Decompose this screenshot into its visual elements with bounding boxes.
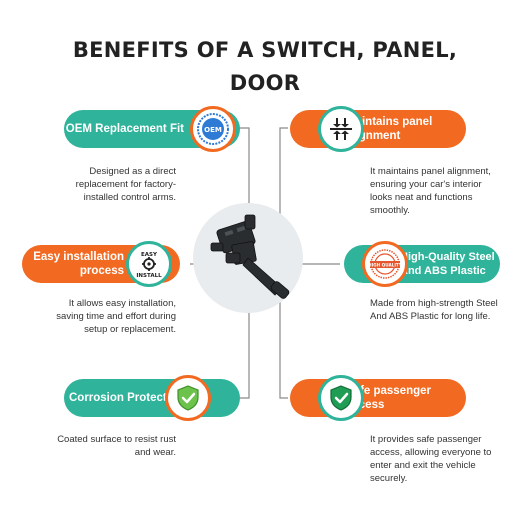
high-quality-badge-text: HIGH QUALITY xyxy=(368,263,403,268)
feature-pill-alignment: Maintains panel alignment xyxy=(290,110,466,148)
feature-pill-safe: Safe passenger access xyxy=(290,379,466,417)
feature-desc-alignment: It maintains panel alignment, ensuring y… xyxy=(370,166,491,216)
feature-label-oem: OEM Replacement Fit xyxy=(65,123,184,135)
connector-safe xyxy=(279,290,288,399)
high-quality-badge-icon: HIGH QUALITY xyxy=(362,241,408,287)
feature-label-safe: Safe passenger access xyxy=(346,385,432,411)
title-line-2: DOOR xyxy=(229,71,301,95)
feature-label-corrosion: Corrosion Protection xyxy=(68,392,184,404)
alignment-arrows-icon xyxy=(318,106,364,152)
switch-product-image xyxy=(210,214,290,299)
feature-desc-safe: It provides safe passenger access, allow… xyxy=(370,434,492,484)
feature-label-installation: Easy installation process xyxy=(33,251,124,277)
connector-corrosion xyxy=(240,290,250,399)
feature-desc-corrosion: Coated surface to resist rust and wear. xyxy=(57,434,176,458)
easy-install-text-bottom: INSTALL xyxy=(136,273,162,279)
green-shield-check-icon xyxy=(318,375,364,421)
title-line-1: BENEFITS OF A SWITCH, PANEL, xyxy=(72,38,458,62)
feature-desc-quality: Made from high-strength Steel And ABS Pl… xyxy=(370,298,498,322)
easy-install-icon: EASY INSTALL xyxy=(126,241,172,287)
feature-desc-installation: It allows easy installation, saving time… xyxy=(56,298,176,335)
feature-desc-oem: Designed as a direct replacement for fac… xyxy=(75,166,176,203)
easy-install-text-top: EASY xyxy=(141,252,158,258)
oem-seal-icon: OEM xyxy=(190,106,236,152)
shield-check-icon xyxy=(165,375,211,421)
oem-seal-text: OEM xyxy=(204,126,222,134)
page-title: BENEFITS OF A SWITCH, PANEL, DOOR xyxy=(0,34,530,100)
feature-pill-corrosion: Corrosion Protection xyxy=(64,379,240,417)
feature-label-alignment: Maintains panel alignment xyxy=(346,116,433,142)
feature-label-quality: High-Quality Steel And ABS Plastic xyxy=(400,251,495,277)
